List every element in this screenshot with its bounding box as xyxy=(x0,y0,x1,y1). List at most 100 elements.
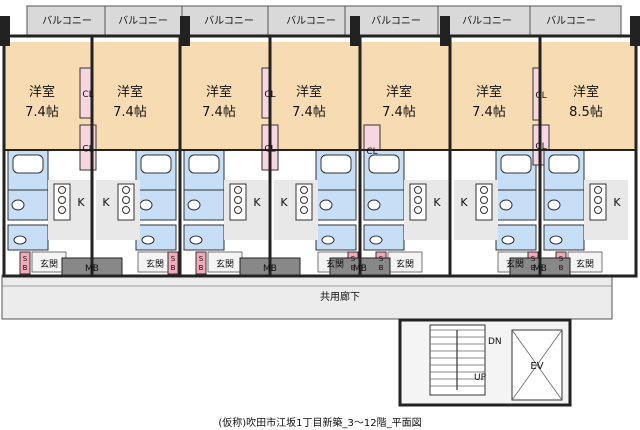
room-size-label: 7.4帖 xyxy=(25,105,59,120)
kitchen-label: K xyxy=(280,196,288,209)
burner-icon xyxy=(58,186,66,194)
meter-box-label: MB xyxy=(263,264,277,274)
burner-icon xyxy=(594,196,602,204)
shoe-box-label-s: S xyxy=(23,255,28,263)
stove-counter xyxy=(117,183,135,221)
bathtub-icon xyxy=(140,154,172,174)
stove-counter xyxy=(229,183,247,221)
room-name-label: 洋室 xyxy=(296,84,322,100)
stair-core-layer xyxy=(398,318,572,407)
western-room xyxy=(180,42,270,150)
bathtub-icon xyxy=(320,154,352,174)
kitchen-label: K xyxy=(253,196,261,209)
bathtub-icon xyxy=(500,154,532,174)
shoe-box-label-b: B xyxy=(171,264,176,272)
closet-label: CL xyxy=(535,91,546,101)
entrance-label: 玄関 xyxy=(506,258,524,270)
washbasin-icon xyxy=(367,199,381,211)
toilet-room xyxy=(363,224,405,251)
plan-caption: (仮称)吹田市江坂1丁目新築_3〜12階_平面図 xyxy=(218,418,422,429)
toilet-icon xyxy=(141,235,155,245)
walls-layer xyxy=(0,16,640,278)
burner-icon xyxy=(122,206,130,214)
closet-label: CL xyxy=(82,145,93,155)
toilet-icon xyxy=(549,235,563,245)
structural-column xyxy=(180,16,190,46)
shoe-box-label-s: S xyxy=(559,255,564,263)
structural-column xyxy=(630,16,640,46)
entrance-label: 玄関 xyxy=(216,258,234,270)
shoe-box-label-s: S xyxy=(531,255,536,263)
toilet-icon xyxy=(369,235,383,245)
shoe-box-label-b: B xyxy=(379,264,384,272)
burner-icon xyxy=(414,196,422,204)
balcony-label: バルコニー xyxy=(204,15,254,27)
burner-icon xyxy=(480,206,488,214)
closet-label: CL xyxy=(264,90,275,100)
bathtub-icon xyxy=(188,154,220,174)
closet-label: CL xyxy=(82,90,93,100)
toilet-room xyxy=(315,224,357,251)
units-layer xyxy=(4,42,636,277)
burner-icon xyxy=(234,206,242,214)
room-size-label: 7.4帖 xyxy=(202,105,236,120)
shoe-box-label-s: S xyxy=(199,255,204,263)
burner-icon xyxy=(300,206,308,214)
closet-label: CL xyxy=(366,147,377,157)
toilet-room xyxy=(7,224,49,251)
entrance-label: 玄関 xyxy=(146,258,164,270)
stove-counter xyxy=(475,183,493,221)
burner-icon xyxy=(414,186,422,194)
entrance-label: 玄関 xyxy=(326,258,344,270)
corridor-label: 共用廊下 xyxy=(320,290,360,303)
shoe-box-label-s: S xyxy=(379,255,384,263)
balcony-strip xyxy=(26,5,622,37)
burner-icon xyxy=(234,186,242,194)
structural-column xyxy=(350,16,360,46)
balcony-label: バルコニー xyxy=(371,15,421,27)
kitchen-label: K xyxy=(102,196,110,209)
burner-icon xyxy=(594,206,602,214)
shoe-box-label-b: B xyxy=(23,264,28,272)
western-room xyxy=(4,42,92,150)
washbasin-icon xyxy=(187,199,201,211)
shoe-box-label-b: B xyxy=(199,264,204,272)
meter-box-label: MB xyxy=(85,264,99,274)
burner-icon xyxy=(122,196,130,204)
western-room xyxy=(450,42,540,150)
toilet-icon xyxy=(13,235,27,245)
room-name-label: 洋室 xyxy=(386,84,412,100)
toilet-room xyxy=(135,224,177,251)
burner-icon xyxy=(58,206,66,214)
kitchen-label: K xyxy=(433,196,441,209)
labels-layer: バルコニーバルコニーバルコニーバルコニーバルコニーバルコニーバルコニー共用廊下洋… xyxy=(23,15,622,383)
western-room xyxy=(270,42,360,150)
washbasin-icon xyxy=(11,199,25,211)
stove-counter xyxy=(53,183,71,221)
room-size-label: 7.4帖 xyxy=(382,105,416,120)
elevator-label: EV xyxy=(530,361,543,372)
shoe-box-label-s: S xyxy=(171,255,176,263)
burner-icon xyxy=(480,186,488,194)
corridor-floor xyxy=(1,274,613,320)
stove-counter xyxy=(589,183,607,221)
corridor-layer xyxy=(1,274,613,320)
shoe-box-label-b: B xyxy=(531,264,536,272)
room-size-label: 7.4帖 xyxy=(472,105,506,120)
kitchen-label: K xyxy=(613,196,621,209)
toilet-icon xyxy=(321,235,335,245)
stove-counter xyxy=(295,183,313,221)
kitchen-label: K xyxy=(460,196,468,209)
shoe-box xyxy=(167,251,179,275)
washbasin-icon xyxy=(319,199,333,211)
entrance-label: 玄関 xyxy=(396,258,414,270)
toilet-room xyxy=(543,224,585,251)
western-room xyxy=(92,42,180,150)
meter-box-label: MB xyxy=(533,264,547,274)
closet-label: CL xyxy=(264,145,275,155)
burner-icon xyxy=(480,196,488,204)
balcony-layer xyxy=(26,5,622,37)
bathtub-icon xyxy=(548,154,580,174)
burner-icon xyxy=(300,196,308,204)
